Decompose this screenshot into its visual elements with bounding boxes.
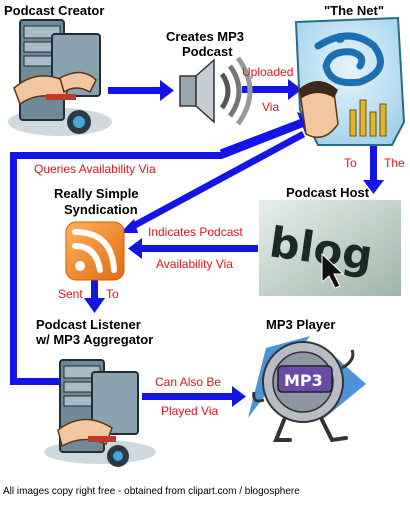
rss-feed-icon bbox=[65, 221, 125, 281]
mp3-player-label: MP3 Player bbox=[266, 317, 336, 332]
arrow-rss-to-listener bbox=[84, 280, 105, 313]
edge-label-sent: Sent bbox=[58, 287, 83, 301]
speaker-icon bbox=[179, 56, 253, 126]
podcast-creator-label: Podcast Creator bbox=[4, 3, 105, 18]
copyright-footer: All images copy right free - obtained fr… bbox=[3, 486, 300, 497]
rss-label-line2: Syndication bbox=[64, 202, 138, 217]
podcast-listener-label-line2: w/ MP3 Aggregator bbox=[36, 332, 154, 347]
mp3-player-icon: MP3 bbox=[248, 336, 366, 443]
mp3-word: MP3 bbox=[284, 371, 323, 390]
creates-mp3-label-line2: Podcast bbox=[182, 44, 233, 59]
podcast-host-label: Podcast Host bbox=[286, 185, 370, 200]
edge-label-uploaded: Uploaded bbox=[242, 65, 294, 79]
edge-label-queries-availability: Queries Availability Via bbox=[34, 162, 156, 176]
edge-label-to: To bbox=[344, 156, 357, 170]
arrow-rss-to-net bbox=[120, 131, 305, 233]
podcast-creator-computer-icon bbox=[8, 19, 112, 136]
edge-label-can-also-be: Can Also Be bbox=[155, 375, 222, 389]
the-net-illustration-icon bbox=[294, 16, 406, 146]
the-net-label: "The Net" bbox=[324, 3, 384, 18]
edge-label-the: The bbox=[384, 156, 405, 170]
edge-label-via: Via bbox=[262, 100, 280, 114]
edge-label-availability-via: Availability Via bbox=[156, 257, 233, 271]
arrow-creator-to-speaker bbox=[108, 80, 174, 101]
arrow-speaker-to-net bbox=[242, 79, 302, 100]
edge-label-to-listener: To bbox=[106, 287, 119, 301]
edge-label-played-via: Played Via bbox=[161, 404, 219, 418]
arrow-listener-to-player bbox=[142, 386, 246, 407]
podcast-listener-label-line1: Podcast Listener bbox=[36, 317, 141, 332]
rss-label-line1: Really Simple bbox=[54, 186, 139, 201]
arrow-host-to-rss bbox=[128, 238, 258, 259]
arrow-net-to-host bbox=[363, 145, 384, 194]
edge-label-indicates-podcast: Indicates Podcast bbox=[148, 225, 243, 239]
blog-screen-image: blog bbox=[259, 200, 401, 296]
creates-mp3-label-line1: Creates MP3 bbox=[166, 29, 245, 44]
connector-arrows bbox=[10, 79, 384, 407]
podcast-listener-computer-icon bbox=[44, 359, 156, 467]
